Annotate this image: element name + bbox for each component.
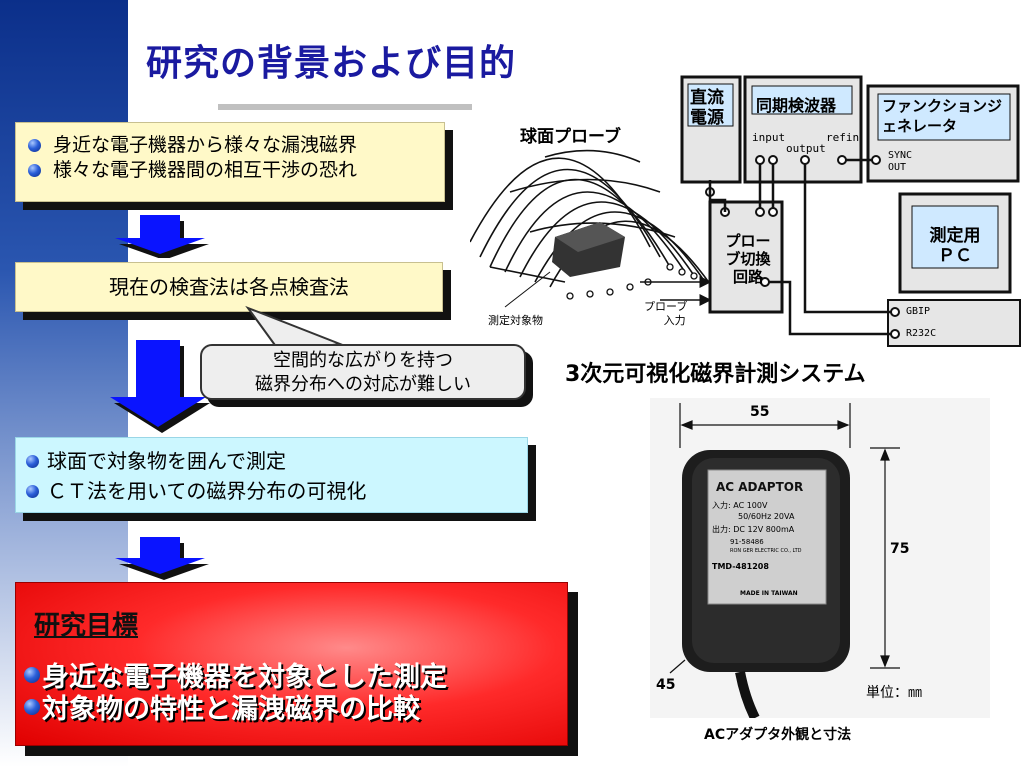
dc-power-label: 直流電源 [690,88,724,128]
goal-title: 研究目標 [34,611,139,641]
dimension-height: 75 [890,541,910,557]
system-caption: 3次元可視化磁界計測システム [565,362,866,387]
current-method-box: 現在の検査法は各点検査法 [15,262,443,312]
approach-item: ＣＴ法を用いての磁界分布の可視化 [26,476,527,506]
bullet-icon [26,454,39,468]
adapter-label-freq: 50/60Hz 20VA [738,512,795,521]
goal-box: 研究目標 身近な電子機器を対象とした測定 対象物の特性と漏洩磁界の比較 [15,582,568,746]
probe-switch-circuit [708,200,784,314]
goal-item: 対象物の特性と漏洩磁界の比較 [24,687,420,726]
background-item: 様々な電子機器間の相互干渉の恐れ [28,158,444,183]
dimension-depth: 45 [656,677,676,693]
probe-input-label: プローブ 入力 [644,300,688,327]
adapter-caption: ACアダプタ外観と寸法 [704,727,852,743]
page-title: 研究の背景および目的 [146,43,517,84]
detector-input-label: input [752,131,786,144]
rs232c-label: R232C [906,328,937,339]
adapter-label-code: 91-58486 [730,538,764,546]
object-label: 測定対象物 [488,314,543,327]
bullet-icon [26,484,39,498]
sync-out-label: SYNC OUT [888,150,913,173]
down-arrow-icon [115,537,209,580]
bullet-icon [24,698,40,715]
adapter-label-output: 出力: DC 12V 800mA [712,525,795,534]
goal-item: 身近な電子機器を対象とした測定 [24,655,447,694]
title-underline [218,104,472,110]
adapter-label-plate [707,469,827,605]
background-item: 身近な電子機器から様々な漏洩磁界 [28,133,444,158]
adapter-label-input: 入力: AC 100V [712,501,768,510]
background-box: 身近な電子機器から様々な漏洩磁界 様々な電子機器間の相互干渉の恐れ [15,122,445,202]
adapter-label-model: TMD-481208 [712,562,769,571]
adapter-label-maker: RON GER ELECTRIC CO., LTD [730,548,802,554]
measurement-system-diagram [470,75,1021,347]
down-arrow-icon [115,215,209,258]
bullet-icon [28,164,41,177]
adapter-dimension-lines [669,403,900,718]
pc-label: 測定用ＰＣ [929,226,981,266]
bullet-icon [28,139,41,152]
function-generator-label: ファンクションジェネレータ [882,97,1003,135]
approach-box: 球面で対象物を囲んで測定 ＣＴ法を用いての磁界分布の可視化 [15,437,528,513]
sphere-probe-label: 球面プローブ [520,127,621,147]
switch-circuit-label: プローブ切換回路 [725,232,771,286]
adapter-label-title: AC ADAPTOR [716,480,804,494]
gpib-label: GBIP [906,306,931,317]
sphere-probe-illustration [470,149,711,288]
bullet-icon [24,666,40,683]
detector-refin-label: refin [826,131,860,144]
dimension-width: 55 [750,404,770,420]
problem-callout: 空間的な広がりを持つ 磁界分布への対応が難しい [200,344,526,400]
dimension-unit: 単位：㎜ [866,685,922,701]
down-arrow-icon [110,340,210,433]
detector-label: 同期検波器 [756,96,837,115]
detector-output-label: output [786,142,826,155]
approach-item: 球面で対象物を囲んで測定 [26,446,527,476]
adapter-label-origin: MADE IN TAIWAN [740,590,798,597]
